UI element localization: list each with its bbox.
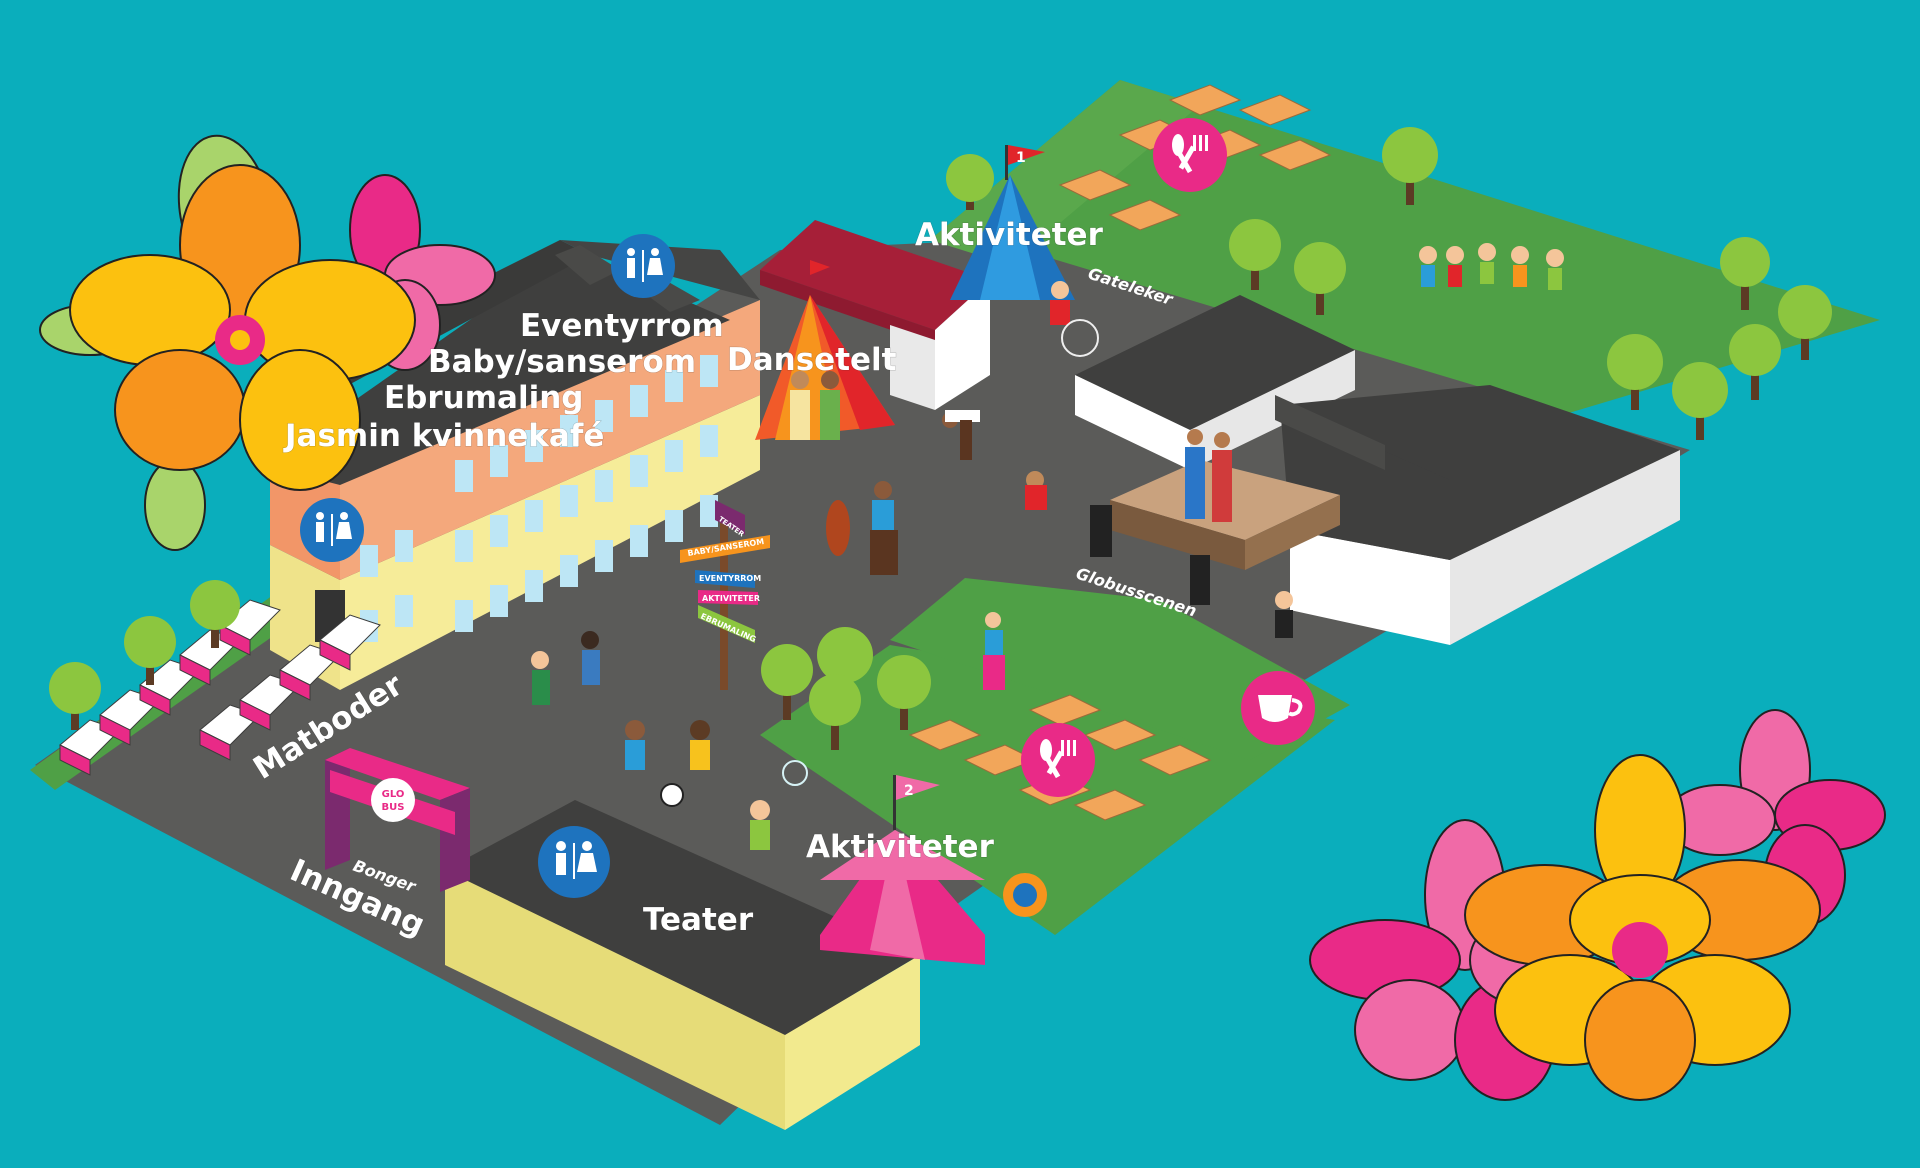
kids-group	[1419, 243, 1564, 290]
red-hall	[760, 220, 990, 410]
label-teater: Teater	[643, 902, 754, 938]
tree	[1729, 324, 1781, 400]
tree	[761, 644, 813, 720]
breakdancer	[1025, 471, 1047, 540]
children-playing	[531, 591, 1293, 850]
coffee-icon[interactable]	[1241, 671, 1315, 745]
aktiviteter-tent-2: 2	[820, 775, 985, 965]
capoeira	[942, 410, 980, 460]
signpost: TEATER BABY/SANSEROM EVENTYRROM AKTIVITE…	[680, 500, 770, 690]
tree	[1607, 334, 1663, 410]
sign-aktiviteter: AKTIVITETER	[702, 594, 760, 603]
label-jasmin-kvinnekafe: Jasmin kvinnekafé	[283, 418, 604, 454]
tree	[190, 580, 240, 648]
tree	[877, 655, 931, 730]
restroom-icon[interactable]	[300, 498, 364, 562]
hoop-boy	[1050, 281, 1099, 357]
grass-field-stage	[890, 578, 1350, 760]
dragon-mask	[1003, 873, 1047, 917]
label-baby-sanserom: Baby/sanserom	[428, 344, 696, 380]
label-aktiviteter-2: Aktiviteter	[806, 829, 995, 865]
dansetelt-dancers	[790, 371, 840, 440]
tree	[1229, 219, 1281, 290]
tree	[1720, 237, 1770, 310]
tree	[1672, 362, 1728, 440]
main-building	[262, 240, 760, 690]
tree	[946, 154, 994, 210]
tree	[1294, 242, 1346, 315]
tree	[809, 674, 861, 750]
map-labels: Eventyrrom Baby/sanserom Ebrumaling Jasm…	[247, 217, 1199, 944]
tree	[1778, 285, 1832, 360]
tree	[124, 616, 176, 685]
sign-eventyrrom: EVENTYRROM	[699, 574, 761, 583]
label-eventyrrom: Eventyrrom	[520, 308, 724, 344]
flowers-top-left	[39, 134, 496, 551]
flowers-bottom-right	[1309, 709, 1886, 1101]
restroom-icon[interactable]	[538, 826, 610, 898]
label-dansetelt: Dansetelt	[727, 342, 897, 378]
tree	[1382, 127, 1438, 205]
drummer	[870, 481, 898, 575]
people	[531, 243, 1564, 917]
globus-logo-bottom: BUS	[382, 802, 405, 813]
globus-logo-top: GLO	[382, 789, 405, 800]
tent-1-number: 1	[1016, 150, 1026, 166]
tent-2-number: 2	[904, 783, 914, 799]
label-aktiviteter-1: Aktiviteter	[915, 217, 1104, 253]
tree	[49, 662, 101, 730]
restroom-icon[interactable]	[611, 234, 675, 298]
food-icon[interactable]	[1153, 118, 1227, 192]
trees	[49, 127, 1832, 750]
mask	[826, 500, 850, 556]
food-icon[interactable]	[1021, 723, 1095, 797]
label-ebrumaling: Ebrumaling	[384, 380, 583, 416]
matboder-stalls	[59, 599, 381, 776]
aktiviteter-tent-1: 1	[950, 145, 1075, 300]
entrance-gate: GLO BUS	[325, 748, 470, 892]
dancers	[1185, 429, 1232, 522]
acrobat	[983, 612, 1005, 690]
